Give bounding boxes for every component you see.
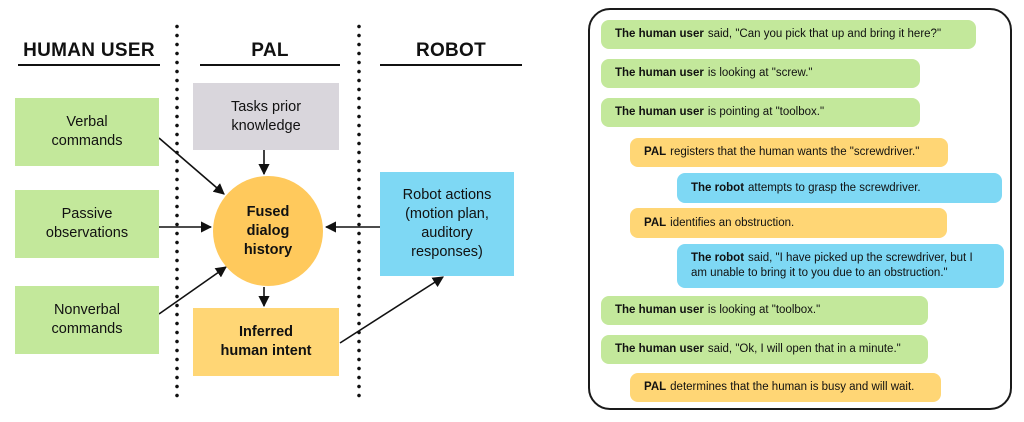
- dialog-utterance: determines that the human is busy and wi…: [670, 381, 915, 393]
- inferred-human-intent-label: Inferred human intent: [220, 324, 312, 359]
- dialog-speaker: The human user: [615, 28, 704, 40]
- verbal-commands-box: Verbal commands: [15, 98, 159, 166]
- dialog-speaker: The robot: [691, 181, 745, 194]
- dialog-utterance: is looking at "toolbox.": [707, 304, 821, 316]
- column-title-pal: PAL: [251, 40, 289, 61]
- dialog-history-panel: [588, 8, 1012, 410]
- inferred-human-intent-box: Inferred human intent: [193, 308, 339, 376]
- column-rule-robot: [380, 64, 522, 66]
- dialog-utterance: said, "Can you pick that up and bring it…: [707, 28, 942, 40]
- dialog-speaker: The human user: [615, 106, 704, 118]
- dialog-utterance: registers that the human wants the "scre…: [670, 146, 920, 158]
- dialog-utterance: said, "I have picked up the screwdriver,…: [691, 252, 973, 279]
- passive-observations-box: Passive observations: [15, 190, 159, 258]
- fused-dialog-history-circle: Fused dialog history: [213, 176, 323, 286]
- dialog-utterance: attempts to grasp the screwdriver.: [748, 181, 921, 194]
- arrow-inferred-to-robot: [339, 276, 444, 344]
- robot-actions-label: Robot actions (motion plan, auditory res…: [402, 187, 492, 260]
- fused-dialog-history-label: Fused dialog history: [243, 203, 293, 258]
- dialog-utterance: identifies an obstruction.: [670, 216, 795, 229]
- dialog-speaker: The human user: [615, 343, 704, 355]
- tasks-prior-knowledge-label: Tasks prior knowledge: [230, 98, 302, 134]
- dotted-separator-left: [175, 22, 179, 402]
- dialog-speaker: PAL: [644, 216, 667, 229]
- column-rule-human-user: [18, 64, 160, 66]
- passive-observations-label: Passive observations: [45, 206, 129, 241]
- dialog-speaker: PAL: [644, 381, 667, 393]
- dotted-separator-right: [357, 22, 361, 402]
- nonverbal-commands-label: Nonverbal commands: [51, 302, 123, 337]
- dialog-speaker: The robot: [691, 252, 745, 264]
- tasks-prior-knowledge-box: Tasks prior knowledge: [193, 83, 339, 150]
- nonverbal-commands-box: Nonverbal commands: [15, 286, 159, 354]
- dialog-speaker: The human user: [615, 67, 704, 79]
- verbal-commands-label: Verbal commands: [51, 114, 123, 149]
- robot-actions-box: Robot actions (motion plan, auditory res…: [380, 172, 514, 276]
- column-title-robot: ROBOT: [415, 40, 487, 61]
- dialog-speaker: The human user: [615, 304, 704, 316]
- arrow-verbal-to-fused: [158, 137, 225, 195]
- arrow-nonverbal-to-fused: [158, 266, 227, 315]
- dialog-utterance: is looking at "screw.": [707, 67, 813, 79]
- column-title-human-user: HUMAN USER: [23, 40, 155, 61]
- dialog-speaker: PAL: [644, 146, 667, 158]
- column-rule-pal: [200, 64, 340, 66]
- dialog-utterance: is pointing at "toolbox.": [707, 106, 825, 118]
- dialog-utterance: said, "Ok, I will open that in a minute.…: [707, 343, 901, 355]
